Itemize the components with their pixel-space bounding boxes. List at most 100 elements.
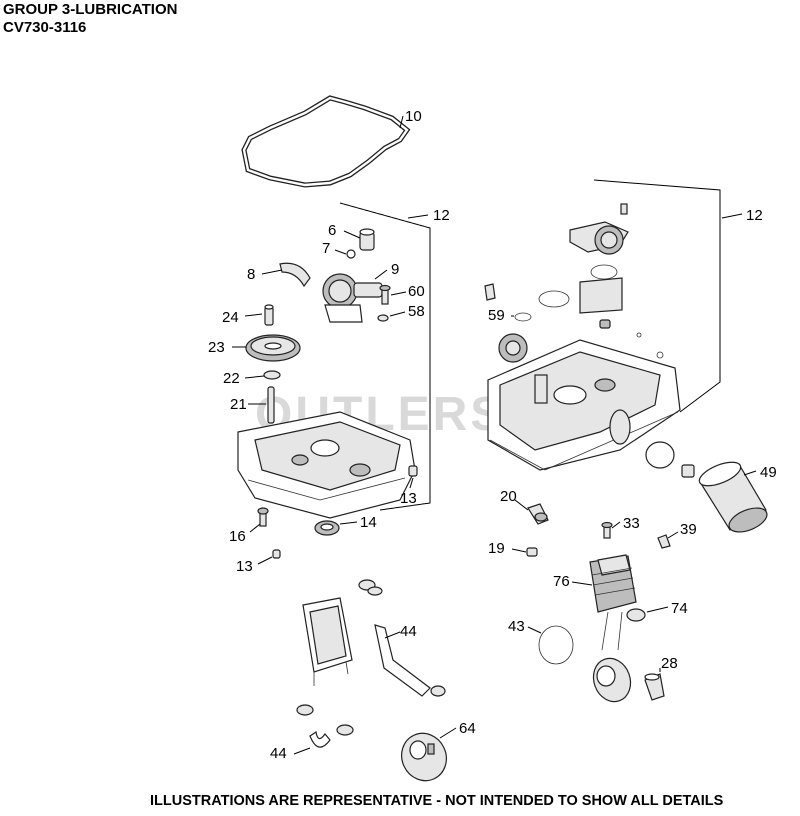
clip-part-39: [657, 534, 671, 549]
oil-filter-part-49: [698, 461, 768, 533]
o-ring-part-7: [346, 249, 356, 259]
callout-44-lower: 44: [270, 745, 287, 762]
callout-76: 76: [553, 573, 570, 590]
hose-part-44-upper: [374, 624, 446, 697]
oil-cooler-part-76: [589, 554, 637, 613]
leader-44-upper: [384, 631, 401, 639]
leader-12-left: [407, 214, 429, 219]
disclaimer-note: ILLUSTRATIONS ARE REPRESENTATIVE - NOT I…: [150, 793, 724, 809]
callout-44-upper: 44: [400, 623, 417, 640]
callout-12-left: 12: [433, 207, 450, 224]
leader-60: [390, 291, 407, 296]
callout-9: 9: [391, 261, 399, 278]
leader-16: [249, 523, 261, 533]
hose-part-44-lower: [309, 730, 331, 748]
clamps-left-lower: [296, 704, 354, 736]
leader-13-upper: [409, 477, 414, 489]
plug-part-13-lower: [272, 549, 281, 559]
leader-74: [646, 606, 669, 613]
callout-8: 8: [247, 266, 255, 283]
pin-part-24: [264, 304, 274, 326]
washer-part-22: [263, 370, 281, 380]
gasket-part-10: [241, 95, 411, 188]
leader-22: [244, 375, 265, 379]
leader-10: [399, 115, 404, 129]
callout-39: 39: [680, 521, 697, 538]
bracket-line-left: [339, 202, 431, 511]
o-ring-part-59: [514, 312, 532, 322]
o-ring-part-43: [538, 625, 574, 665]
callout-60: 60: [408, 283, 425, 300]
leader-6: [343, 230, 361, 239]
bracket-line-right: [593, 179, 721, 413]
leader-33: [611, 521, 621, 529]
bolt-part-16: [257, 507, 269, 527]
leader-43: [527, 626, 542, 634]
callout-14: 14: [360, 514, 377, 531]
callout-6: 6: [328, 222, 336, 239]
oil-pump-part-9: [322, 273, 383, 323]
screw-part-33: [601, 521, 613, 539]
filter-adapter: [609, 409, 695, 478]
oil-cooler-left: [302, 597, 353, 686]
callout-24: 24: [222, 309, 239, 326]
gear-part-23: [245, 334, 301, 362]
leader-64: [439, 727, 457, 739]
callout-7: 7: [322, 240, 330, 257]
leader-7: [334, 249, 347, 255]
callout-43: 43: [508, 618, 525, 635]
seal-part-14: [314, 520, 340, 536]
page-title: GROUP 3-LUBRICATION: [3, 1, 178, 18]
callout-19: 19: [488, 540, 505, 557]
screw-part-60: [379, 284, 391, 305]
callout-64: 64: [459, 720, 476, 737]
leader-12-right: [721, 213, 743, 219]
leader-76: [571, 581, 593, 586]
callout-10: 10: [405, 108, 422, 125]
oil-pump-right-assembly: [538, 203, 664, 359]
callout-20: 20: [500, 488, 517, 505]
leader-9: [374, 269, 388, 280]
gear-pump-right: [498, 333, 528, 363]
leader-39: [667, 531, 679, 539]
bearing-part-8: [279, 262, 311, 288]
callout-58: 58: [408, 303, 425, 320]
callout-49: 49: [760, 464, 777, 481]
clamp-part-74: [626, 608, 646, 622]
leader-13-lower: [257, 556, 273, 565]
callout-16: 16: [229, 528, 246, 545]
leader-44-lower: [293, 747, 311, 755]
oil-pan-right-part-12: [487, 339, 681, 471]
callout-23: 23: [208, 339, 225, 356]
fitting-part-19: [526, 547, 538, 557]
callout-13-lower: 13: [236, 558, 253, 575]
leader-14: [339, 521, 358, 525]
model-number: CV730-3116: [3, 19, 87, 36]
leader-19: [511, 548, 527, 553]
leader-49: [743, 470, 757, 476]
callout-21: 21: [230, 396, 247, 413]
leader-8: [261, 269, 283, 275]
nipple-part-28: [644, 673, 665, 701]
plug-part-13-upper: [408, 465, 418, 477]
callout-74: 74: [671, 600, 688, 617]
washer-part-58: [377, 314, 389, 322]
callout-59: 59: [488, 307, 505, 324]
shaft-part-21: [267, 386, 275, 424]
callout-28: 28: [661, 655, 678, 672]
cooler-adapter-part-64: [401, 732, 447, 782]
pressure-sensor-part-20: [527, 503, 549, 525]
leader-24: [244, 313, 263, 317]
callout-13-upper: 13: [400, 490, 417, 507]
elbow-fitting: [484, 283, 496, 301]
callout-12-right: 12: [746, 207, 763, 224]
cooler-adapter-right: [592, 611, 632, 703]
callout-22: 22: [223, 370, 240, 387]
callout-33: 33: [623, 515, 640, 532]
clamp-left-upper: [358, 579, 383, 596]
oil-pan-left-part-12: [237, 411, 416, 519]
leader-20: [514, 499, 529, 511]
leader-58: [389, 311, 406, 317]
oil-pickup-part-6: [359, 228, 375, 251]
